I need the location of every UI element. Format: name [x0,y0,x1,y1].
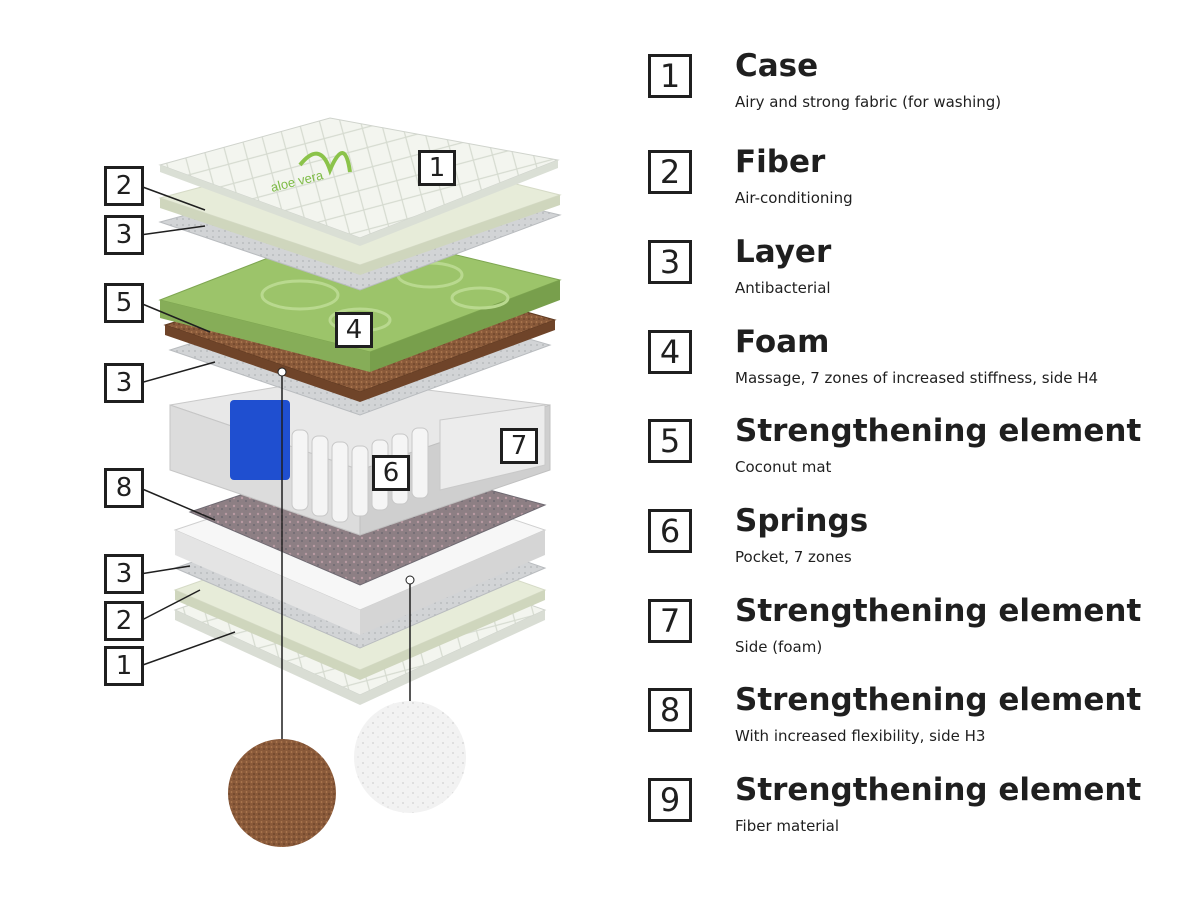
legend-title: Strengthening element [735,593,1142,629]
legend-title: Strengthening element [735,772,1142,808]
legend-item-1: 1 Case Airy and strong fabric (for washi… [648,48,1188,132]
callout-lines [139,185,236,667]
callout-layer-bottom: 3 [104,554,144,594]
callout-fiber-bottom: 2 [104,601,144,641]
inline-label-springs: 6 [372,455,410,491]
legend-description: Airy and strong fabric (for washing) [735,93,1002,111]
legend-title: Springs [735,503,869,539]
legend-item-2: 2 Fiber Air-conditioning [648,144,1188,228]
callout-strengthening-coconut: 5 [104,283,144,323]
foam-sample-circle [354,701,466,813]
callout-strengthening-felt: 8 [104,468,144,508]
legend-number: 6 [648,509,692,553]
legend-description: Air-conditioning [735,189,853,207]
legend-description: Massage, 7 zones of increased stiffness,… [735,369,1099,387]
callout-fiber-top: 2 [104,166,144,206]
legend-item-5: 5 Strengthening element Coconut mat [648,413,1188,497]
legend-number: 5 [648,419,692,463]
legend-item-7: 7 Strengthening element Side (foam) [648,593,1188,677]
legend-description: With increased flexibility, side H3 [735,727,986,745]
coconut-sample-circle [228,739,336,847]
legend-number: 9 [648,778,692,822]
legend-title: Layer [735,234,832,270]
legend-title: Strengthening element [735,413,1142,449]
top-case-layer: aloe vera [158,117,560,246]
callout-layer-middle: 3 [104,363,144,403]
legend-number: 2 [648,150,692,194]
legend-number: 4 [648,330,692,374]
legend-title: Fiber [735,144,826,180]
legend-description: Pocket, 7 zones [735,548,852,566]
callout-layer-top: 3 [104,215,144,255]
legend-description: Coconut mat [735,458,832,476]
legend-title: Foam [735,324,830,360]
legend-item-6: 6 Springs Pocket, 7 zones [648,503,1188,587]
inline-label-side: 7 [500,428,538,464]
legend-description: Side (foam) [735,638,823,656]
legend-item-4: 4 Foam Massage, 7 zones of increased sti… [648,324,1188,408]
legend-title: Strengthening element [735,682,1142,718]
legend-item-8: 8 Strengthening element With increased f… [648,682,1188,766]
mattress-layers-illustration: aloe vera [139,117,562,847]
legend-description: Antibacterial [735,279,831,297]
inline-label-foam: 4 [335,312,373,348]
legend-title: Case [735,48,819,84]
legend-description: Fiber material [735,817,839,835]
legend-number: 7 [648,599,692,643]
legend-number: 3 [648,240,692,284]
legend-item-3: 3 Layer Antibacterial [648,234,1188,318]
legend-number: 8 [648,688,692,732]
legend-item-9: 9 Strengthening element Fiber material [648,772,1188,856]
callout-case-bottom: 1 [104,646,144,686]
legend-number: 1 [648,54,692,98]
mattress-diagram: aloe vera 2 3 5 3 8 3 2 1 1 4 6 7 [104,117,562,847]
inline-label-case: 1 [418,150,456,186]
